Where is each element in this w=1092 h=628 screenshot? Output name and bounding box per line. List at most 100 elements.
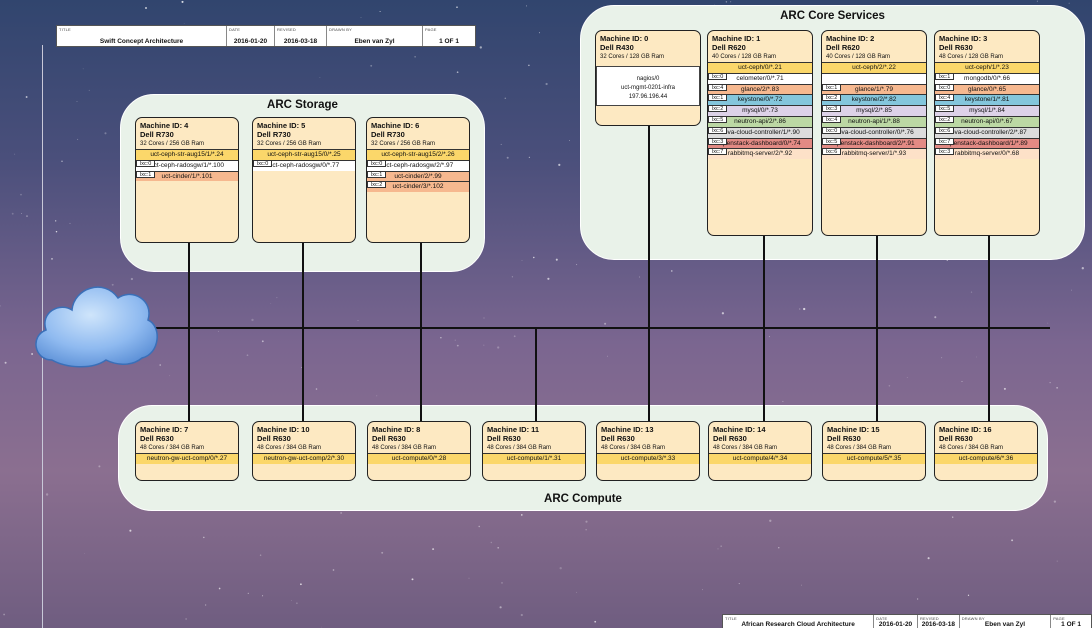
machine-id: Machine ID: 0 [600,34,649,43]
star [145,7,147,9]
title-value: African Research Cloud Architecture [741,621,855,628]
network-bus [150,327,1050,329]
star [20,193,22,196]
machine-id: Machine ID: 14 [713,425,766,434]
service-name: mysql/2/*.85 [856,107,892,115]
machine-id: Machine ID: 4 [140,121,189,130]
machine-cores: 40 Cores / 128 GB Ram [712,54,777,60]
star [456,71,459,74]
service-name: uct-ceph-str-aug15/0/*.25 [267,151,341,158]
service-name: neutron-api/0/*.67 [961,117,1013,125]
star [970,291,973,293]
machine-card-0: Machine ID: 0 Dell R430 32 Cores / 128 G… [595,30,701,126]
machine-model: Dell R730 [257,130,291,139]
service-row: uct-compute/5/*.35 [823,453,925,464]
star [185,618,187,620]
star [3,613,5,616]
service-name: neutron-api/2/*.86 [734,117,786,125]
star [526,5,527,7]
lxc-tag: lxc:0 [935,83,955,91]
star [14,153,16,155]
infra-line-2: uct-mgmt-0201-infra [620,85,676,91]
service-name: mysql/0/*.73 [742,107,778,115]
star [720,545,722,547]
date-key: DATE [229,27,241,32]
star [98,465,101,468]
star [768,336,770,338]
machine-cores: 48 Cores / 384 GB Ram [372,445,437,451]
star [45,493,49,496]
star [276,297,278,299]
star [290,600,292,601]
service-name: uct-cinder/2/*.99 [394,172,442,180]
title-value: Swift Concept Architecture [99,38,184,45]
star [432,548,435,551]
star [934,316,937,319]
star [521,260,523,261]
compute-link [876,329,878,421]
date-value: 2016-01-20 [878,621,913,628]
lxc-tag: lxc:1 [136,170,156,178]
lxc-tag: lxc:1 [822,83,842,91]
machine-id: Machine ID: 6 [371,121,420,130]
lxc-tag: lxc:2 [822,94,842,102]
arc-core-title: ARC Core Services [780,10,885,22]
page-key: PAGE [1053,616,1065,621]
service-name: uct-cinder/1/*.101 [161,172,213,180]
service-name: glance/2/*.83 [741,85,779,93]
lxc-tag: lxc:4 [822,115,842,123]
star [181,0,184,3]
star [520,514,523,516]
lxc-tag: lxc:4 [935,94,955,102]
page-key: PAGE [425,27,437,32]
star [504,97,507,100]
cloud-icon [35,286,158,368]
star [1011,539,1014,542]
star [1056,387,1058,389]
star [247,592,249,595]
page-value: 1 OF 1 [1061,621,1082,628]
star [217,330,220,332]
compute-link [188,329,190,421]
star [952,516,954,518]
service-name: rabbitmq-server/1/*.93 [841,150,907,158]
service-row: uct-ceph-str-aug15/1/*.24 [136,149,238,160]
star [1047,322,1049,324]
star [183,23,185,24]
star [270,302,272,304]
revised-value: 2016-03-18 [283,38,318,45]
lxc-tag: lxc:5 [708,115,728,123]
lxc-tag: lxc:2 [935,115,955,123]
star [370,64,373,67]
service-name: uct-ceph/2/*.22 [852,64,896,71]
star [585,520,588,523]
star [714,4,715,6]
star [478,525,480,528]
star [82,68,84,70]
storage-link [188,243,190,327]
machine-cores: 48 Cores / 384 GB Ram [257,445,322,451]
star [576,591,578,593]
service-name: uct-ceph/0/*.21 [738,64,782,71]
machine-cores: 32 Cores / 256 GB Ram [371,141,436,147]
star [585,529,587,531]
